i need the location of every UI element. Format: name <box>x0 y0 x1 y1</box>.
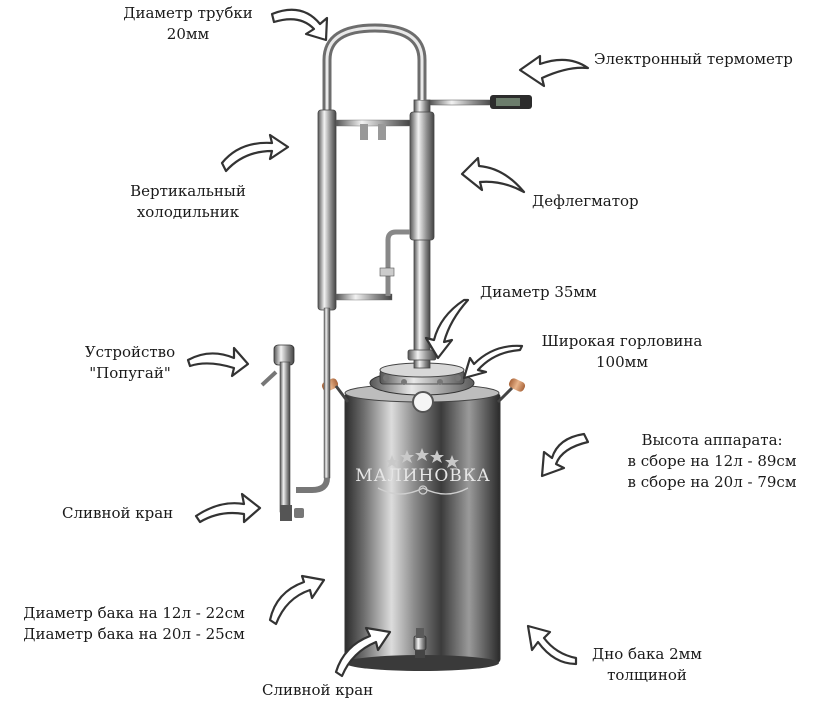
label-tank-diameter: Диаметр бака на 12л - 22см Диаметр бака … <box>2 603 266 645</box>
vertical-cooler <box>296 109 411 493</box>
label-thermometer: Электронный термометр <box>594 49 793 70</box>
curved-arrow-icon <box>526 624 578 666</box>
tank-thermometer-dial <box>412 391 434 413</box>
lid-clamps <box>383 375 461 385</box>
label-line: Устройство <box>84 343 176 361</box>
curved-arrow-icon <box>220 133 290 173</box>
curved-arrow-icon <box>268 574 326 626</box>
label-bottom: Дно бака 2мм толщиной <box>572 644 722 686</box>
label-line: Высота аппарата: <box>641 431 783 449</box>
brand-logo: МАЛИНОВКА <box>355 448 491 495</box>
label-line: Дно бака 2мм <box>592 645 702 663</box>
vapor-tube <box>322 23 427 115</box>
label-line: Диаметр бака на 20л - 25см <box>23 625 245 643</box>
curved-arrow-icon <box>186 346 250 378</box>
label-line: "Попугай" <box>89 364 171 382</box>
curved-arrow-icon <box>460 156 526 194</box>
label-line: Сливной кран <box>62 504 174 522</box>
label-vertical-cooler: Вертикальный холодильник <box>108 181 268 223</box>
label-wide-neck: Широкая горловина 100мм <box>522 331 722 373</box>
curved-arrow-icon <box>424 298 470 360</box>
label-line: Диаметр бака на 12л - 22см <box>23 604 245 622</box>
label-dephlegmator: Дефлегматор <box>532 191 639 212</box>
label-height: Высота аппарата: в сборе на 12л - 89см в… <box>602 430 822 493</box>
curved-arrow-icon <box>194 492 262 524</box>
label-line: 100мм <box>596 353 648 371</box>
tank-drain-tap <box>413 628 427 658</box>
label-line: Дефлегматор <box>532 192 639 210</box>
tank: МАЛИНОВКА <box>321 362 526 671</box>
arrows <box>186 8 590 678</box>
label-line: Электронный термометр <box>594 50 793 68</box>
distiller: МАЛИНОВКА <box>260 23 532 671</box>
label-line: Вертикальный <box>130 182 246 200</box>
label-parrot: Устройство "Попугай" <box>60 342 200 384</box>
brand-text: МАЛИНОВКА <box>355 466 491 486</box>
label-line: в сборе на 20л - 79см <box>627 473 797 491</box>
parrot-device <box>260 344 304 521</box>
label-line: Диаметр трубки <box>123 4 253 22</box>
label-tube-diameter: Диаметр трубки 20мм <box>108 3 268 45</box>
column <box>407 99 437 369</box>
label-line: Сливной кран <box>262 681 374 699</box>
label-line: толщиной <box>607 666 687 684</box>
curved-arrow-icon <box>334 626 392 678</box>
label-drain-valve-bottom: Сливной кран <box>262 680 373 701</box>
label-line: Диаметр 35мм <box>480 283 597 301</box>
curved-arrow-icon <box>270 8 329 42</box>
label-line: холодильник <box>136 203 240 221</box>
label-line: Широкая горловина <box>541 332 703 350</box>
right-handle <box>508 378 526 392</box>
electronic-thermometer <box>429 95 532 109</box>
label-drain-valve-left: Сливной кран <box>62 503 173 524</box>
label-column-diameter: Диаметр 35мм <box>480 282 597 303</box>
label-line: 20мм <box>166 25 210 43</box>
curved-arrow-icon <box>462 344 524 380</box>
label-line: в сборе на 12л - 89см <box>627 452 797 470</box>
curved-arrow-icon <box>518 54 590 88</box>
curved-arrow-icon <box>540 432 590 478</box>
